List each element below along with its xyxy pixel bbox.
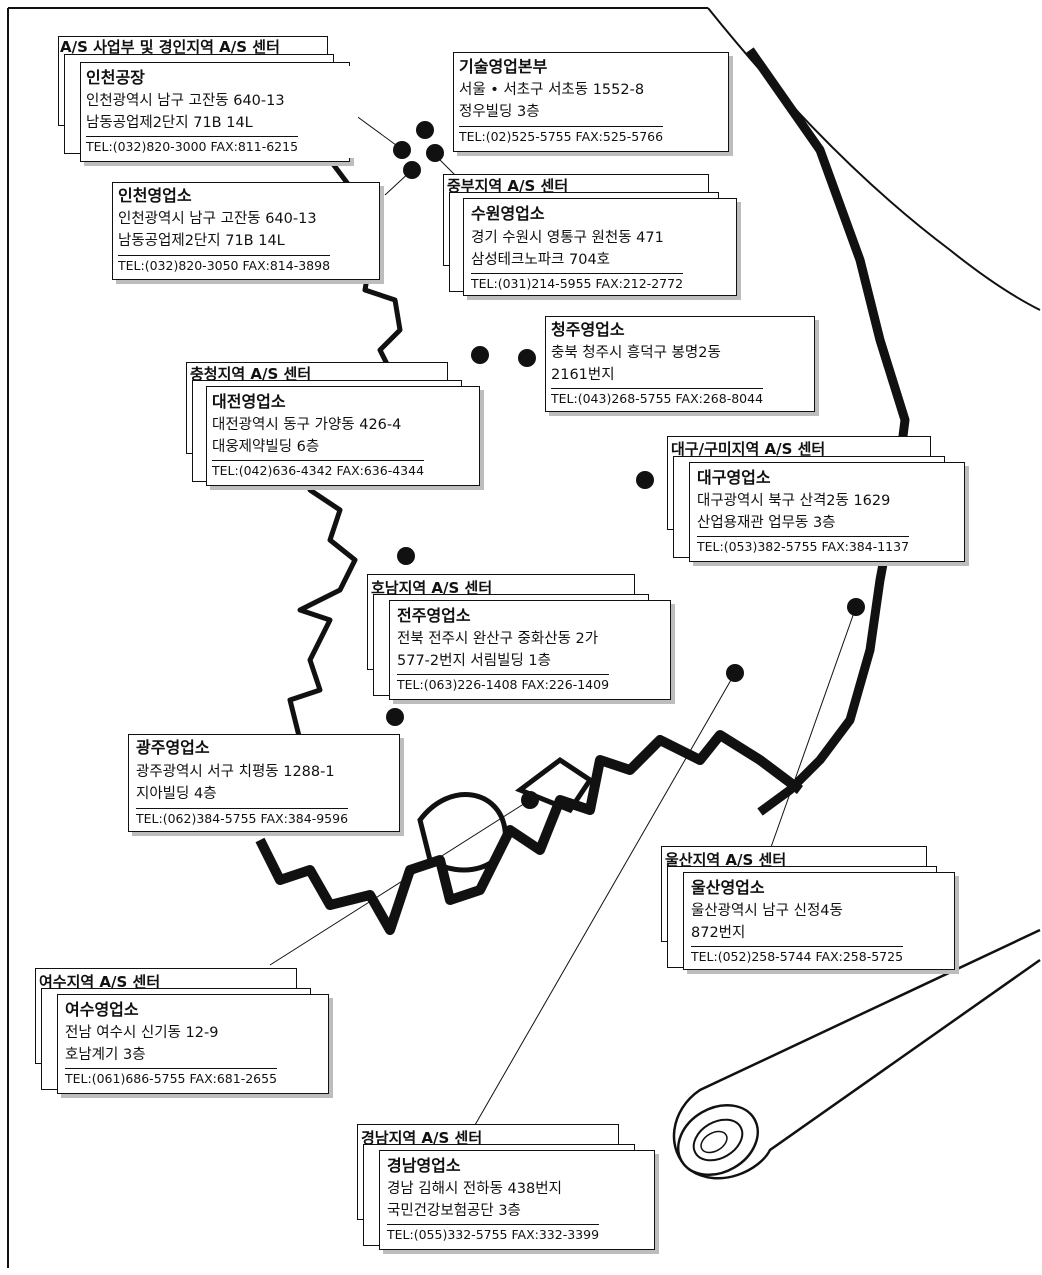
office-name: 광주영업소 xyxy=(136,738,210,757)
card-gwangju: 광주영업소 광주광역시 서구 치평동 1288-1 지아빌딩 4층 TEL:(0… xyxy=(128,734,408,838)
location-dot xyxy=(397,547,415,565)
region-title: 호남지역 A/S 센터 xyxy=(371,579,493,597)
office-name: 수원영업소 xyxy=(471,204,545,223)
address-line: 삼성테크노파크 704호 xyxy=(471,252,611,268)
card-incheon-sales: 인천영업소 인천광역시 남구 고잔동 640-13 남동공업제2단지 71B 1… xyxy=(112,182,382,282)
address-line: 국민건강보험공단 3층 xyxy=(387,1203,521,1219)
location-dot xyxy=(471,346,489,364)
office-name: 대구영업소 xyxy=(697,468,771,487)
address-line: 정우빌딩 3층 xyxy=(459,104,540,120)
region-title: 경남지역 A/S 센터 xyxy=(361,1129,483,1147)
card-cheongju: 청주영업소 충북 청주시 흥덕구 봉명2동 2161번지 TEL:(043)26… xyxy=(545,316,820,416)
contact-numbers: TEL:(042)636-4342 FAX:636-4344 xyxy=(212,460,425,480)
leader-gyeongnam xyxy=(474,672,736,1126)
office-name: 경남영업소 xyxy=(387,1156,461,1175)
south-island-2 xyxy=(514,756,594,814)
address-line: 서울 • 서초구 서초동 1552-8 xyxy=(459,82,645,98)
address-line: 인천광역시 남구 고잔동 640-13 xyxy=(86,93,285,109)
card-jeonju: 호남지역 A/S 센터 전주영업소 전북 전주시 완산구 중화산동 2가 577… xyxy=(367,574,679,706)
address-line: 전남 여수시 신기동 12-9 xyxy=(65,1025,219,1041)
contact-numbers: TEL:(062)384-5755 FAX:384-9596 xyxy=(136,808,349,828)
card-gyeongnam: 경남지역 A/S 센터 경남영업소 경남 김해시 전하동 438번지 국민건강보… xyxy=(357,1124,662,1256)
address-line: 광주광역시 서구 치평동 1288-1 xyxy=(136,764,335,780)
office-name: 울산영업소 xyxy=(691,878,765,897)
region-title: 충청지역 A/S 센터 xyxy=(190,365,312,383)
address-line: 울산광역시 남구 신정4동 xyxy=(691,903,843,919)
contact-numbers: TEL:(02)525-5755 FAX:525-5766 xyxy=(459,126,664,146)
location-dot xyxy=(726,664,744,682)
location-dot xyxy=(416,121,434,139)
address-line: 호남계기 3층 xyxy=(65,1047,146,1063)
contact-numbers: TEL:(032)820-3000 FAX:811-6215 xyxy=(86,136,299,156)
office-name: 인천공장 xyxy=(86,68,145,87)
contact-numbers: TEL:(053)382-5755 FAX:384-1137 xyxy=(697,536,910,556)
contact-numbers: TEL:(063)226-1408 FAX:226-1409 xyxy=(397,674,610,694)
address-line: 872번지 xyxy=(691,925,746,941)
south-coastline xyxy=(255,730,803,935)
card-suwon: 중부지역 A/S 센터 수원영업소 경기 수원시 영통구 원천동 471 삼성테… xyxy=(443,174,743,302)
card-incheon: A/S 사업부 및 경인지역 A/S 센터 인천공장 인천광역시 남구 고잔동 … xyxy=(58,36,363,166)
address-line: 인천광역시 남구 고잔동 640-13 xyxy=(118,211,317,227)
location-dot xyxy=(403,161,421,179)
contact-numbers: TEL:(055)332-5755 FAX:332-3399 xyxy=(387,1224,600,1244)
region-title: 대구/구미지역 A/S 센터 xyxy=(671,440,826,458)
contact-numbers: TEL:(031)214-5955 FAX:212-2772 xyxy=(471,273,684,293)
office-name: 인천영업소 xyxy=(118,186,192,205)
region-title: 울산지역 A/S 센터 xyxy=(665,851,787,869)
office-name: 여수영업소 xyxy=(65,1000,139,1019)
south-island-1 xyxy=(417,792,508,873)
contact-numbers: TEL:(043)268-5755 FAX:268-8044 xyxy=(551,388,764,408)
location-dot xyxy=(386,708,404,726)
address-line: 대전광역시 동구 가양동 426-4 xyxy=(212,417,402,433)
region-title: 중부지역 A/S 센터 xyxy=(447,177,569,195)
address-line: 산업용재관 업무동 3층 xyxy=(697,515,836,531)
location-dot xyxy=(393,141,411,159)
address-line: 지아빌딩 4층 xyxy=(136,786,217,802)
address-line: 경기 수원시 영통구 원천동 471 xyxy=(471,230,664,246)
address-line: 충북 청주시 흥덕구 봉명2동 xyxy=(551,345,721,361)
leader-ulsan xyxy=(769,606,857,851)
location-dot xyxy=(521,791,539,809)
card-ulsan: 울산지역 A/S 센터 울산영업소 울산광역시 남구 신정4동 872번지 TE… xyxy=(661,846,961,976)
card-daejeon: 충청지역 A/S 센터 대전영업소 대전광역시 동구 가양동 426-4 대웅제… xyxy=(186,362,486,492)
office-name: 전주영업소 xyxy=(397,606,471,625)
location-dot xyxy=(636,471,654,489)
address-line: 전북 전주시 완산구 중화산동 2가 xyxy=(397,631,599,647)
location-dot xyxy=(426,144,444,162)
contact-numbers: TEL:(061)686-5755 FAX:681-2655 xyxy=(65,1068,278,1088)
contact-numbers: TEL:(052)258-5744 FAX:258-5725 xyxy=(691,946,904,966)
address-line: 경남 김해시 전하동 438번지 xyxy=(387,1181,562,1197)
east-coastline xyxy=(746,47,910,816)
address-line: 남동공업제2단지 71B 14L xyxy=(118,233,285,249)
contact-numbers: TEL:(032)820-3050 FAX:814-3898 xyxy=(118,255,331,275)
card-daegu: 대구/구미지역 A/S 센터 대구영업소 대구광역시 북구 산격2동 1629 … xyxy=(667,436,972,568)
leader-incheon xyxy=(354,114,401,149)
address-line: 남동공업제2단지 71B 14L xyxy=(86,115,253,131)
office-name: 대전영업소 xyxy=(212,392,286,411)
location-dot xyxy=(847,598,865,616)
region-title: 여수지역 A/S 센터 xyxy=(39,973,161,991)
rolled-corner-graphic xyxy=(672,928,1041,1180)
card-yeosu: 여수지역 A/S 센터 여수영업소 전남 여수시 신기동 12-9 호남계기 3… xyxy=(35,968,335,1100)
west-coastline xyxy=(287,158,403,763)
leader-yeosu xyxy=(269,799,531,966)
address-line: 2161번지 xyxy=(551,367,615,383)
office-name: 기술영업본부 xyxy=(459,57,548,76)
address-line: 577-2번지 서림빌딩 1층 xyxy=(397,653,551,669)
region-title: A/S 사업부 및 경인지역 A/S 센터 xyxy=(60,38,280,56)
office-name: 청주영업소 xyxy=(551,320,625,339)
location-dot xyxy=(518,349,536,367)
address-line: 대구광역시 북구 산격2동 1629 xyxy=(697,493,891,509)
card-hq: 기술영업본부 서울 • 서초구 서초동 1552-8 정우빌딩 3층 TEL:(… xyxy=(453,52,733,156)
address-line: 대웅제약빌딩 6층 xyxy=(212,439,320,455)
